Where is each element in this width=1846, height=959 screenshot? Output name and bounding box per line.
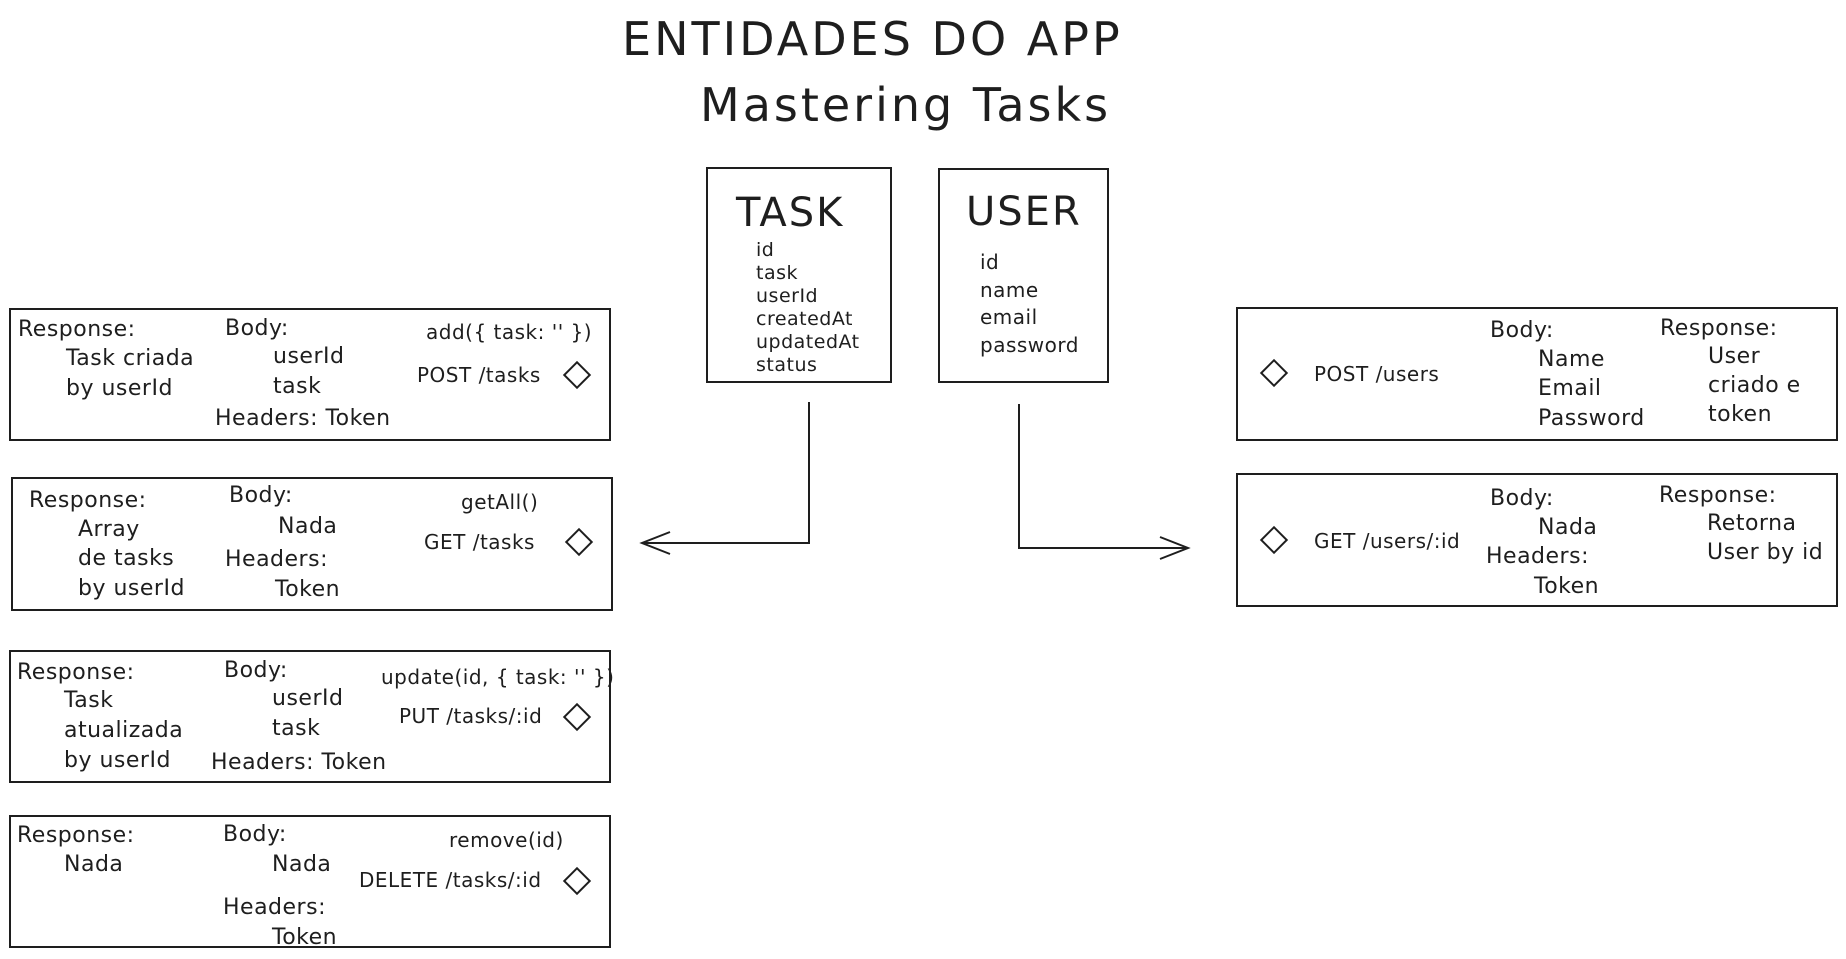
body-label: Body: — [223, 822, 287, 847]
response-label: Response: — [1659, 483, 1777, 508]
body-line: Name — [1538, 347, 1605, 372]
body-label: Body: — [229, 483, 293, 508]
response-line: Task criada — [66, 346, 195, 371]
user-entity-title: USER — [966, 189, 1082, 235]
task-endpoint-get: Response: Array de tasks by userId Body:… — [11, 477, 613, 611]
task-field-status: status — [756, 354, 818, 376]
user-endpoint-get: GET /users/:id Body: Nada Headers: Token… — [1236, 473, 1838, 607]
diagram-title-line1: ENTIDADES DO APP — [622, 12, 1123, 66]
headers-label: Headers: Token — [215, 406, 391, 431]
headers-value: Token — [1534, 574, 1600, 599]
body-label: Body: — [224, 658, 288, 683]
task-entity-box: TASK id task userId createdAt updatedAt … — [706, 167, 892, 383]
body-line: userId — [273, 344, 345, 369]
route-label: POST /tasks — [417, 363, 541, 387]
user-field-email: email — [980, 305, 1038, 329]
route-label: DELETE /tasks/:id — [359, 868, 542, 892]
task-field-userid: userId — [756, 285, 819, 307]
response-line: atualizada — [64, 718, 184, 743]
body-line: Email — [1538, 376, 1602, 401]
body-line: task — [273, 374, 322, 399]
response-label: Response: — [1660, 316, 1778, 341]
response-label: Response: — [29, 488, 147, 513]
response-label: Response: — [17, 823, 135, 848]
method-call: remove(id) — [449, 828, 564, 852]
task-endpoint-put: Response: Task atualizada by userId Body… — [9, 650, 615, 783]
response-label: Response: — [17, 660, 135, 685]
response-line: Nada — [64, 852, 124, 877]
headers-label: Headers: — [223, 895, 326, 920]
task-field-updatedat: updatedAt — [756, 331, 860, 353]
body-line: Password — [1538, 406, 1645, 431]
response-line: Retorna — [1707, 511, 1797, 536]
task-field-task: task — [756, 262, 798, 284]
task-endpoint-delete: Response: Nada Body: Nada Headers: Token… — [9, 815, 611, 950]
response-line: User — [1708, 344, 1761, 369]
task-endpoint-post: Response: Task criada by userId Body: us… — [9, 308, 611, 441]
body-line: task — [272, 716, 321, 741]
body-line: userId — [272, 686, 344, 711]
user-endpoint-post: POST /users Body: Name Email Password Re… — [1236, 307, 1838, 441]
response-line: Array — [78, 517, 140, 542]
task-connector-arrow — [642, 402, 810, 544]
response-line: Task — [64, 688, 114, 713]
headers-label: Headers: — [1486, 544, 1589, 569]
response-line: token — [1708, 402, 1773, 427]
task-field-id: id — [756, 239, 775, 261]
body-label: Body: — [1490, 318, 1554, 343]
response-line: User by id — [1707, 540, 1824, 565]
endpoint-diamond-icon — [562, 702, 592, 732]
task-arrowhead — [639, 531, 671, 555]
task-entity-title: TASK — [736, 190, 845, 236]
method-call: add({ task: '' }) — [426, 320, 593, 344]
method-call: getAll() — [461, 490, 539, 514]
headers-label: Headers: Token — [211, 750, 387, 775]
endpoint-diamond-icon — [562, 866, 592, 896]
response-line: by userId — [66, 376, 173, 401]
response-line: by userId — [78, 576, 185, 601]
user-connector-arrow — [1018, 404, 1188, 549]
route-label: GET /users/:id — [1314, 529, 1461, 553]
method-call: update(id, { task: '' }) — [381, 665, 615, 689]
response-line: by userId — [64, 748, 171, 773]
route-label: GET /tasks — [424, 530, 535, 554]
headers-label: Headers: — [225, 547, 328, 572]
endpoint-diamond-icon — [564, 527, 594, 557]
body-line: Nada — [278, 514, 338, 539]
headers-value: Token — [275, 577, 341, 602]
user-entity-box: USER id name email password — [938, 168, 1109, 383]
diagram-title-line2: Mastering Tasks — [700, 78, 1112, 132]
route-label: POST /users — [1314, 362, 1440, 386]
user-field-id: id — [980, 250, 1000, 274]
user-arrowhead — [1159, 536, 1191, 560]
user-field-password: password — [980, 333, 1079, 357]
response-line: de tasks — [78, 546, 175, 571]
route-label: PUT /tasks/:id — [399, 704, 543, 728]
body-line: Nada — [1538, 515, 1598, 540]
endpoint-diamond-icon — [562, 360, 592, 390]
user-field-name: name — [980, 278, 1039, 302]
body-line: Nada — [272, 852, 332, 877]
response-label: Response: — [18, 317, 136, 342]
body-label: Body: — [225, 316, 289, 341]
body-label: Body: — [1490, 486, 1554, 511]
headers-value: Token — [272, 925, 338, 950]
response-line: criado e — [1708, 373, 1801, 398]
endpoint-diamond-icon — [1259, 525, 1289, 555]
task-field-createdat: createdAt — [756, 308, 853, 330]
endpoint-diamond-icon — [1259, 358, 1289, 388]
